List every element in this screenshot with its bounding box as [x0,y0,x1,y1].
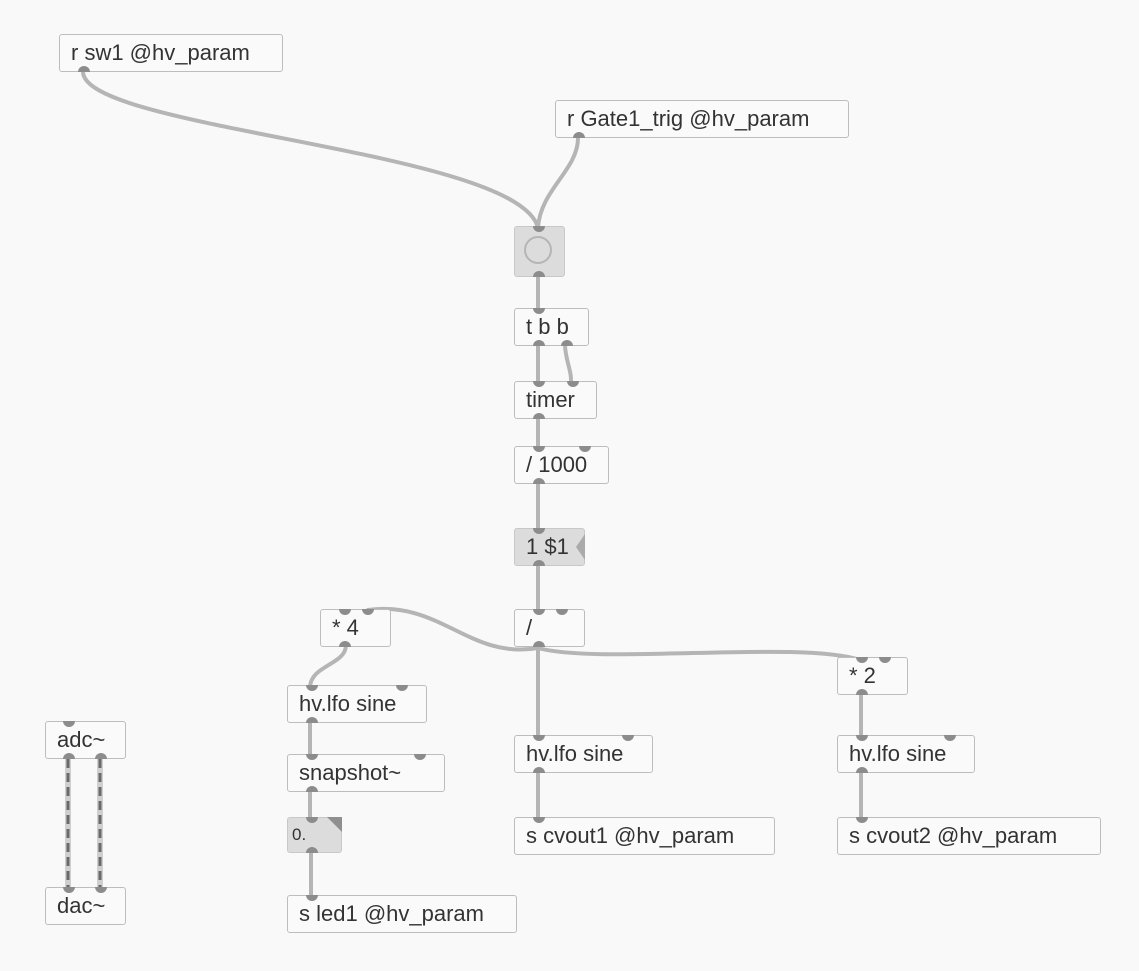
object-label: hv.lfo sine [299,691,397,716]
inlet-right[interactable] [95,887,107,893]
inlet-right[interactable] [556,609,568,615]
inlet-left[interactable] [306,685,318,691]
timer-object[interactable]: timer [514,381,597,419]
outlet[interactable] [533,641,545,647]
object-label: r sw1 @hv_param [71,40,250,65]
inlet[interactable] [63,721,75,727]
lfo-sine-object-1[interactable]: hv.lfo sine [287,685,427,723]
wire-div-to-mul2 [536,646,862,662]
outlet[interactable] [78,66,90,72]
inlet[interactable] [533,226,545,232]
outlet-left[interactable] [533,340,545,346]
message-box[interactable]: 1 $1 [514,528,585,566]
object-label: s led1 @hv_param [299,901,484,926]
outlet[interactable] [573,132,585,138]
outlet[interactable] [533,478,545,484]
inlet-right[interactable] [879,657,891,663]
receive-sw1-object[interactable]: r sw1 @hv_param [59,34,283,72]
lfo-sine-object-2[interactable]: hv.lfo sine [514,735,653,773]
send-cvout2-object[interactable]: s cvout2 @hv_param [837,817,1101,855]
message-label: 1 $1 [526,534,569,559]
inlet-right[interactable] [362,609,374,615]
object-label: * 4 [332,615,359,640]
object-label: s cvout1 @hv_param [526,823,735,848]
receive-gate1-trig-object[interactable]: r Gate1_trig @hv_param [555,100,849,138]
outlet[interactable] [533,767,545,773]
inlet-left[interactable] [533,735,545,741]
inlet-left[interactable] [856,657,868,663]
inlet-left[interactable] [63,887,75,893]
inlet-right[interactable] [396,685,408,691]
inlet[interactable] [533,817,545,823]
number-value: 0. [292,825,307,844]
outlet[interactable] [533,560,545,566]
wire-tbb-right-to-timer [563,342,574,386]
inlet-left[interactable] [856,735,868,741]
inlet[interactable] [306,895,318,901]
bang-circle-icon [524,236,552,264]
inlet-right[interactable] [944,735,956,741]
object-label: snapshot~ [299,760,402,785]
multiply-4-object[interactable]: * 4 [320,609,391,647]
bang-button[interactable] [514,226,565,277]
outlet-right[interactable] [561,340,573,346]
inlet-left[interactable] [533,609,545,615]
inlet[interactable] [856,817,868,823]
outlet[interactable] [306,717,318,723]
divide-object[interactable]: / [514,609,585,647]
outlet[interactable] [856,767,868,773]
object-label: dac~ [57,893,106,918]
inlet[interactable] [306,817,318,823]
inlet-right[interactable] [567,381,579,387]
inlet-left[interactable] [339,609,351,615]
object-label: t b b [526,314,569,339]
number-box-corner-icon [327,817,342,832]
inlet-left[interactable] [533,446,545,452]
inlet-right[interactable] [414,754,426,760]
outlet[interactable] [856,689,868,695]
snapshot-object[interactable]: snapshot~ [287,754,445,792]
object-label: hv.lfo sine [849,741,947,766]
trigger-object[interactable]: t b b [514,308,589,346]
outlet[interactable] [533,413,545,419]
inlet[interactable] [533,308,545,314]
inlet-left[interactable] [533,381,545,387]
object-label: s cvout2 @hv_param [849,823,1058,848]
divide-1000-object[interactable]: / 1000 [514,446,609,484]
wire-gate-to-bang [536,136,580,230]
wire-div-to-mul4-right [366,606,540,652]
inlet-right[interactable] [622,735,634,741]
outlet[interactable] [533,271,545,277]
object-label: hv.lfo sine [526,741,624,766]
outlet[interactable] [306,847,318,853]
outlet[interactable] [306,786,318,792]
adc-object[interactable]: adc~ [45,721,126,759]
object-label: / 1000 [526,452,588,477]
send-cvout1-object[interactable]: s cvout1 @hv_param [514,817,775,855]
lfo-sine-object-3[interactable]: hv.lfo sine [837,735,975,773]
object-label: adc~ [57,727,106,752]
outlet-right[interactable] [95,753,107,759]
multiply-2-object[interactable]: * 2 [837,657,908,695]
send-led1-object[interactable]: s led1 @hv_param [287,895,517,933]
wire-mul4-to-lfo1 [308,643,348,690]
inlet[interactable] [533,528,545,534]
number-box[interactable]: 0. [287,817,342,853]
dac-object[interactable]: dac~ [45,887,126,925]
object-label: / [526,615,533,640]
wire-sw1-to-bang [81,70,540,230]
outlet[interactable] [339,641,351,647]
inlet-right[interactable] [579,446,591,452]
object-label: r Gate1_trig @hv_param [567,106,810,131]
object-label: timer [526,387,575,412]
inlet-left[interactable] [306,754,318,760]
object-label: * 2 [849,663,876,688]
message-flag-icon [576,534,585,560]
outlet-left[interactable] [63,753,75,759]
